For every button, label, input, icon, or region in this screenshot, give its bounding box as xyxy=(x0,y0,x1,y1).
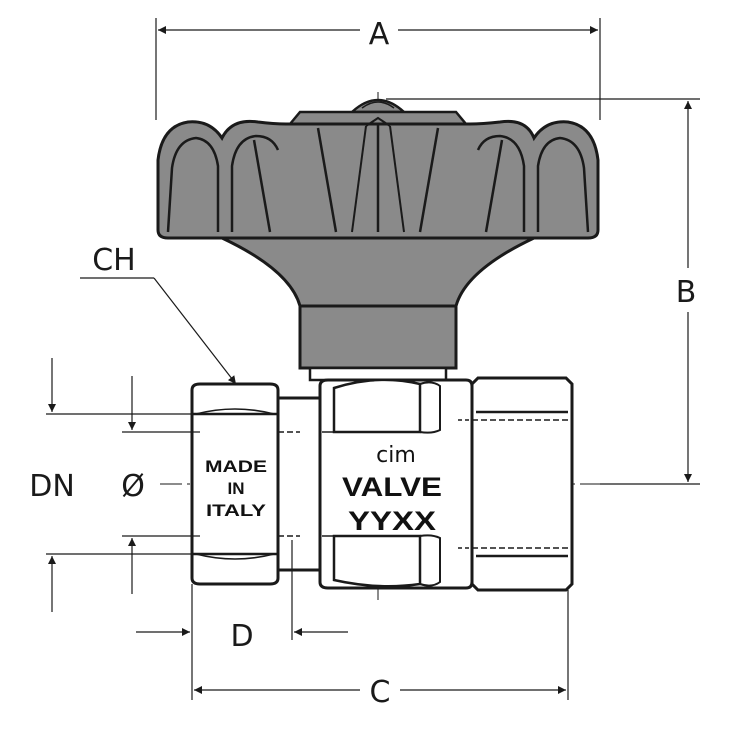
left-neck xyxy=(276,396,326,572)
nut-marking-line3: ITALY xyxy=(206,501,267,520)
dim-a-label: A xyxy=(369,17,390,52)
dimension-b: B xyxy=(386,98,700,485)
dimension-dn: DN xyxy=(29,358,196,612)
dim-b-label: B xyxy=(676,275,697,310)
handwheel xyxy=(156,98,600,308)
handwheel-neck xyxy=(221,236,535,308)
dim-c-label: C xyxy=(370,675,391,710)
valve-stem xyxy=(298,304,458,370)
hex-nut xyxy=(190,382,280,586)
stem-collar xyxy=(308,366,448,382)
dimension-d: D xyxy=(136,540,348,654)
dimension-ch: CH xyxy=(80,243,237,385)
dimension-diameter: Ø xyxy=(121,376,200,594)
nut-marking-line1: MADE xyxy=(205,457,267,476)
dim-ch-label: CH xyxy=(92,243,136,278)
valve-body xyxy=(318,378,474,590)
dimension-a: A xyxy=(155,17,601,120)
brand-logo: cim xyxy=(376,443,416,468)
dimension-c: C xyxy=(191,584,569,710)
body-marking-line2: YYXX xyxy=(348,506,436,536)
dim-diameter-label: Ø xyxy=(121,469,145,504)
right-end-fitting xyxy=(470,376,574,592)
body-marking-line1: VALVE xyxy=(342,472,442,502)
nut-marking-line2: IN xyxy=(228,479,245,498)
dim-dn-label: DN xyxy=(29,469,75,504)
dim-d-label: D xyxy=(230,619,253,654)
